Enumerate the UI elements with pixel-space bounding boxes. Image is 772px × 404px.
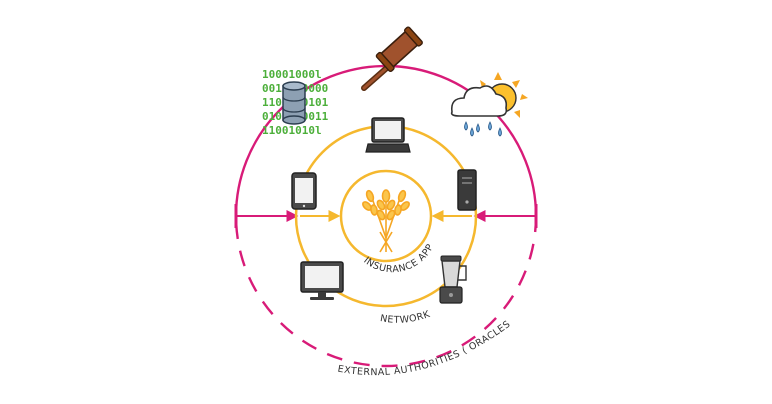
monitor-icon (300, 261, 344, 300)
network-label: NETWORK (379, 309, 432, 326)
blender-icon (439, 255, 467, 304)
binary-line-4: 11001010l (262, 124, 322, 137)
laptop-icon (365, 117, 411, 153)
weather-icon (450, 72, 528, 137)
binary-line-0: 10001000l (262, 68, 322, 81)
gavel-icon (361, 26, 423, 91)
database-icon (282, 81, 306, 125)
server-tower-icon (457, 169, 477, 211)
smartphone-icon (291, 172, 317, 210)
outer-ring-dashed (234, 215, 538, 368)
wheat-icon (362, 189, 410, 253)
insurance-app-circle (339, 169, 433, 263)
oracles-label: EXTERNAL AUTHORITIES ( ORACLES ) (0, 0, 515, 378)
